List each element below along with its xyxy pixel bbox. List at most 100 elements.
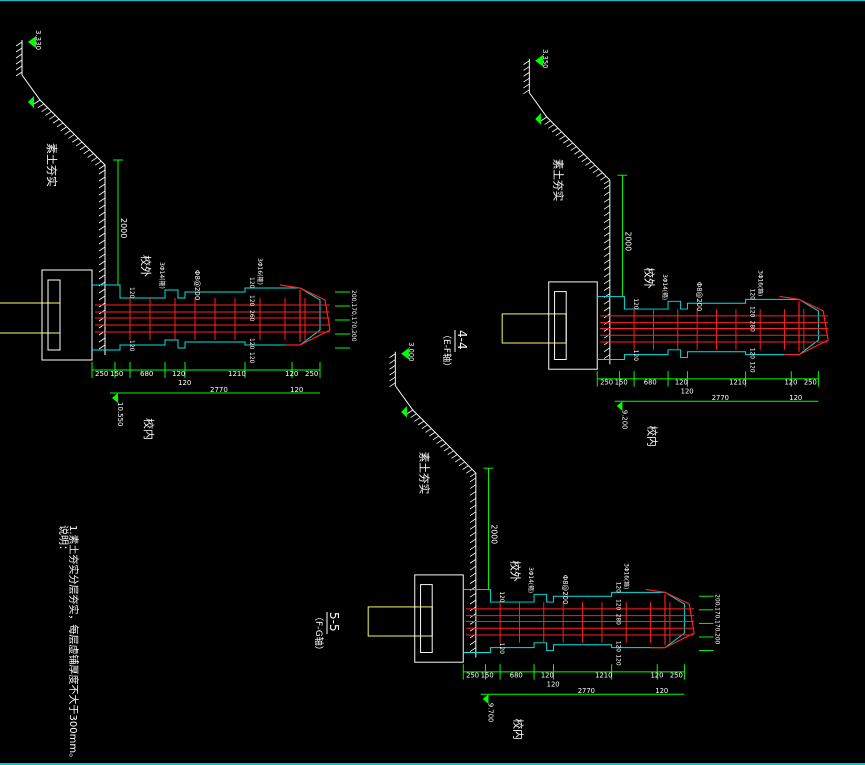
stirrup-label: Φ8@200 (193, 270, 201, 300)
pipe (367, 606, 433, 637)
grade-marker (28, 96, 34, 108)
main-dim-7: 250 (670, 672, 683, 680)
inside-label: 校内 (512, 718, 525, 739)
main-dim-1: 250 (95, 370, 108, 378)
head-dims-label: 200,170,170,200 (350, 290, 357, 342)
depth-label: 2000 (623, 231, 632, 251)
pipe-cap (548, 281, 598, 370)
main-dim-2: 150 (110, 370, 123, 378)
main-dim-4: 120 (541, 672, 554, 680)
pipe-cap (414, 574, 464, 663)
section-ref: （F-G轴） (313, 612, 325, 655)
head-outline (279, 284, 331, 346)
head-dims-label: 200,170,170,200 (713, 594, 719, 644)
leg-dim-top: 120 (632, 298, 638, 309)
main-dim-4: 120 (172, 370, 185, 378)
leg-dim-bottom: 120 (498, 643, 504, 654)
elevation-marker-top (28, 36, 36, 48)
sub-dim-left: 120 (178, 379, 191, 387)
section-id: 5-5 (327, 612, 341, 632)
sub-dim-left: 120 (681, 387, 694, 395)
section-ref: （E-F轴） (441, 330, 453, 371)
grade-marker (535, 113, 541, 125)
inside-label: 校内 (646, 425, 659, 446)
elevation-marker-bottom (112, 393, 118, 403)
notes-line-1: 1.素土夯实分层夯实，每层虚铺厚度不大于300mm。 (67, 525, 80, 763)
main-dim-3: 680 (510, 672, 523, 680)
main-dim-3: 680 (140, 370, 153, 378)
sub-dim-right: 120 (655, 687, 668, 695)
soil-label: 素土夯实 (552, 159, 565, 202)
stem-dim-3: 280 (749, 321, 755, 332)
elevation-marker-top (535, 54, 543, 67)
elevation-marker-bottom (482, 694, 489, 704)
pipe-cap (41, 269, 93, 361)
pipe-flange (420, 584, 433, 653)
sub-dim-right: 120 (789, 394, 802, 402)
main-dim-1: 250 (600, 379, 613, 387)
elevation-marker-bottom (616, 401, 623, 411)
section-title-3: 5-5（F-G轴） (313, 612, 341, 655)
elevation-bottom: 9.700 (486, 703, 494, 722)
beam-outline (463, 588, 685, 653)
end-bars-label: 3Φ16(箍) (756, 270, 764, 296)
top-bars-label: 3Φ14(箍) (661, 274, 669, 300)
main-dim-7: 250 (305, 370, 318, 378)
main-dim-5: 1210 (729, 379, 746, 387)
stem-dim-2: 120 (615, 599, 621, 610)
outside-label: 校外 (139, 255, 153, 277)
main-dim-4: 120 (675, 379, 688, 387)
slope-line (394, 351, 477, 658)
frame-top-line (0, 0, 865, 1)
main-dim-3: 680 (644, 379, 657, 387)
pipe-flange (47, 279, 61, 351)
outside-label: 校外 (509, 560, 522, 582)
stem-dim-4: 120 (248, 338, 255, 350)
main-dim-6: 120 (784, 379, 797, 387)
main-dim-2: 150 (615, 379, 628, 387)
elevation-bottom: 9.200 (620, 410, 628, 429)
elevation-top: 3.000 (407, 342, 415, 361)
main-dim-5: 1210 (595, 672, 612, 680)
top-bars-label: 3Φ14(箍) (158, 262, 166, 289)
beam-outline (92, 284, 321, 351)
stem-dim-3: 260 (248, 310, 255, 322)
main-dim-6: 120 (650, 672, 663, 680)
main-dim-5: 1210 (228, 370, 246, 378)
leg-dim-bottom: 120 (632, 350, 638, 361)
frame-bottom-line (0, 763, 865, 765)
section-title-2: 4-4（E-F轴） (441, 330, 469, 371)
stem-dim-5: 120 (248, 352, 255, 364)
end-bars-label: 3Φ16(箍) (622, 563, 630, 589)
slope-line (528, 58, 611, 365)
depth-label: 2000 (119, 218, 128, 238)
stem-dim-4: 120 (749, 348, 755, 359)
leg-dim-top: 120 (498, 591, 504, 602)
elevation-marker-top (401, 347, 409, 360)
slope-line (21, 40, 106, 355)
head-outline (645, 588, 695, 649)
total-dim-label: 2770 (578, 687, 595, 695)
total-dim-label: 2770 (210, 386, 228, 394)
main-dim-2: 150 (481, 672, 494, 680)
stem-dim-2: 120 (248, 295, 255, 307)
top-bars-label: 3Φ14(箍) (527, 567, 535, 593)
soil-label: 素土夯实 (418, 452, 431, 495)
inside-label: 校内 (142, 418, 156, 440)
stem-dim-4: 120 (615, 641, 621, 652)
leg-dim-bottom: 120 (128, 340, 135, 352)
soil-label: 素土夯实 (45, 143, 59, 187)
elevation-top: 3.330 (34, 30, 42, 50)
depth-label: 2000 (489, 524, 498, 544)
section-id: 4-4 (455, 330, 469, 350)
stem-dim-5: 120 (615, 654, 621, 665)
sub-dim-left: 120 (547, 680, 560, 688)
pipe (501, 313, 567, 344)
main-dim-1: 250 (466, 672, 479, 680)
elevation-top: 3.350 (541, 49, 549, 68)
